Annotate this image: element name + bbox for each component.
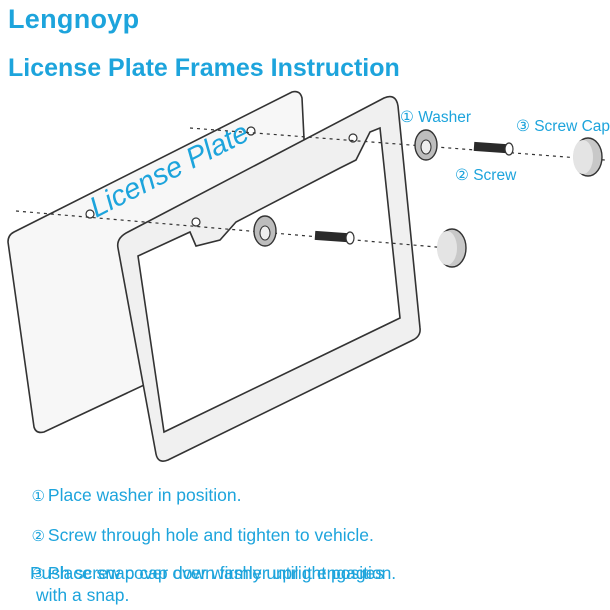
step-1-text: Place washer in position. bbox=[47, 485, 242, 505]
washer-bottom bbox=[253, 215, 277, 247]
step-2-number: ② bbox=[31, 527, 45, 545]
step-3-line-1: Place snap cap over washer upright posit… bbox=[47, 563, 397, 583]
step-3-number: ③ bbox=[31, 565, 45, 583]
callout-screw-cap: ③ Screw Cap bbox=[516, 118, 610, 135]
screw-bottom bbox=[314, 230, 355, 245]
washer-top bbox=[414, 129, 438, 161]
alignment-lines bbox=[15, 127, 606, 249]
step-1-number: ① bbox=[31, 487, 45, 505]
screw-top bbox=[473, 141, 514, 156]
screw-cap-bottom bbox=[437, 228, 467, 268]
brand-name: Lengnoyp bbox=[8, 4, 140, 34]
page-title: License Plate Frames Instruction bbox=[8, 54, 400, 82]
step-2-text: Screw through hole and tighten to vehicl… bbox=[47, 525, 374, 545]
callout-screw: ② Screw bbox=[455, 167, 517, 184]
license-plate-frame bbox=[116, 95, 421, 462]
callout-washer: ① Washer bbox=[400, 109, 471, 126]
screw-cap-top bbox=[573, 137, 603, 177]
plate-hole-bottom bbox=[85, 209, 95, 219]
frame-hole-bottom bbox=[191, 217, 201, 227]
step-3-line-2: Push screw cover down firmly until it en… bbox=[30, 563, 385, 583]
step-3-line-3: with a snap. bbox=[36, 585, 130, 605]
